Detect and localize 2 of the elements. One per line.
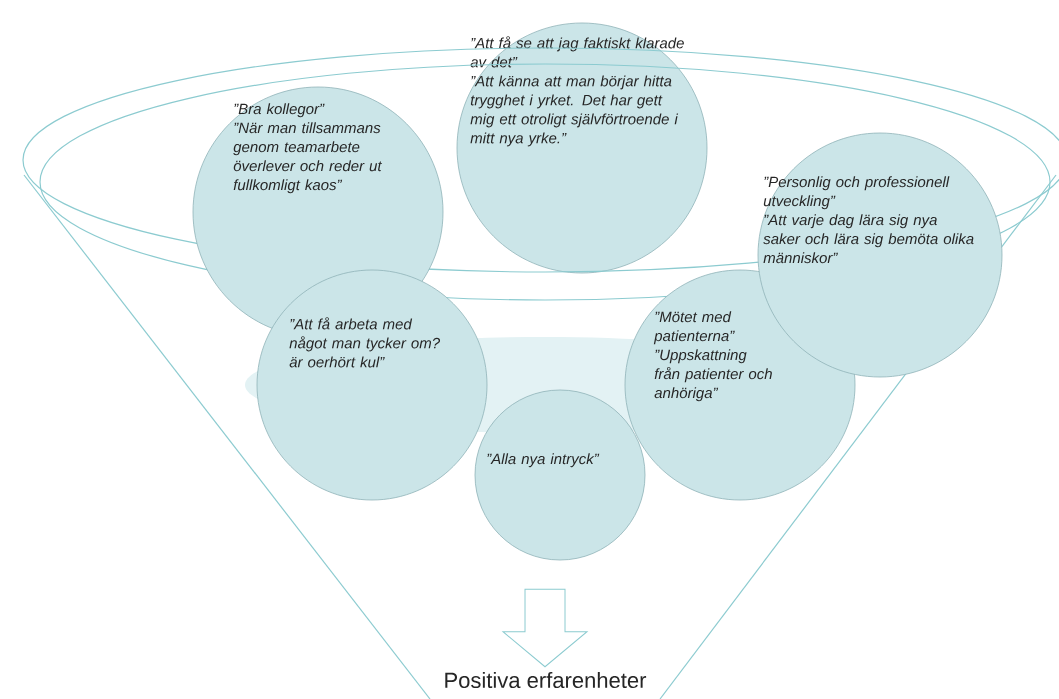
block-arrow — [502, 588, 588, 668]
result-label: Positiva erfarenheter — [445, 671, 647, 689]
